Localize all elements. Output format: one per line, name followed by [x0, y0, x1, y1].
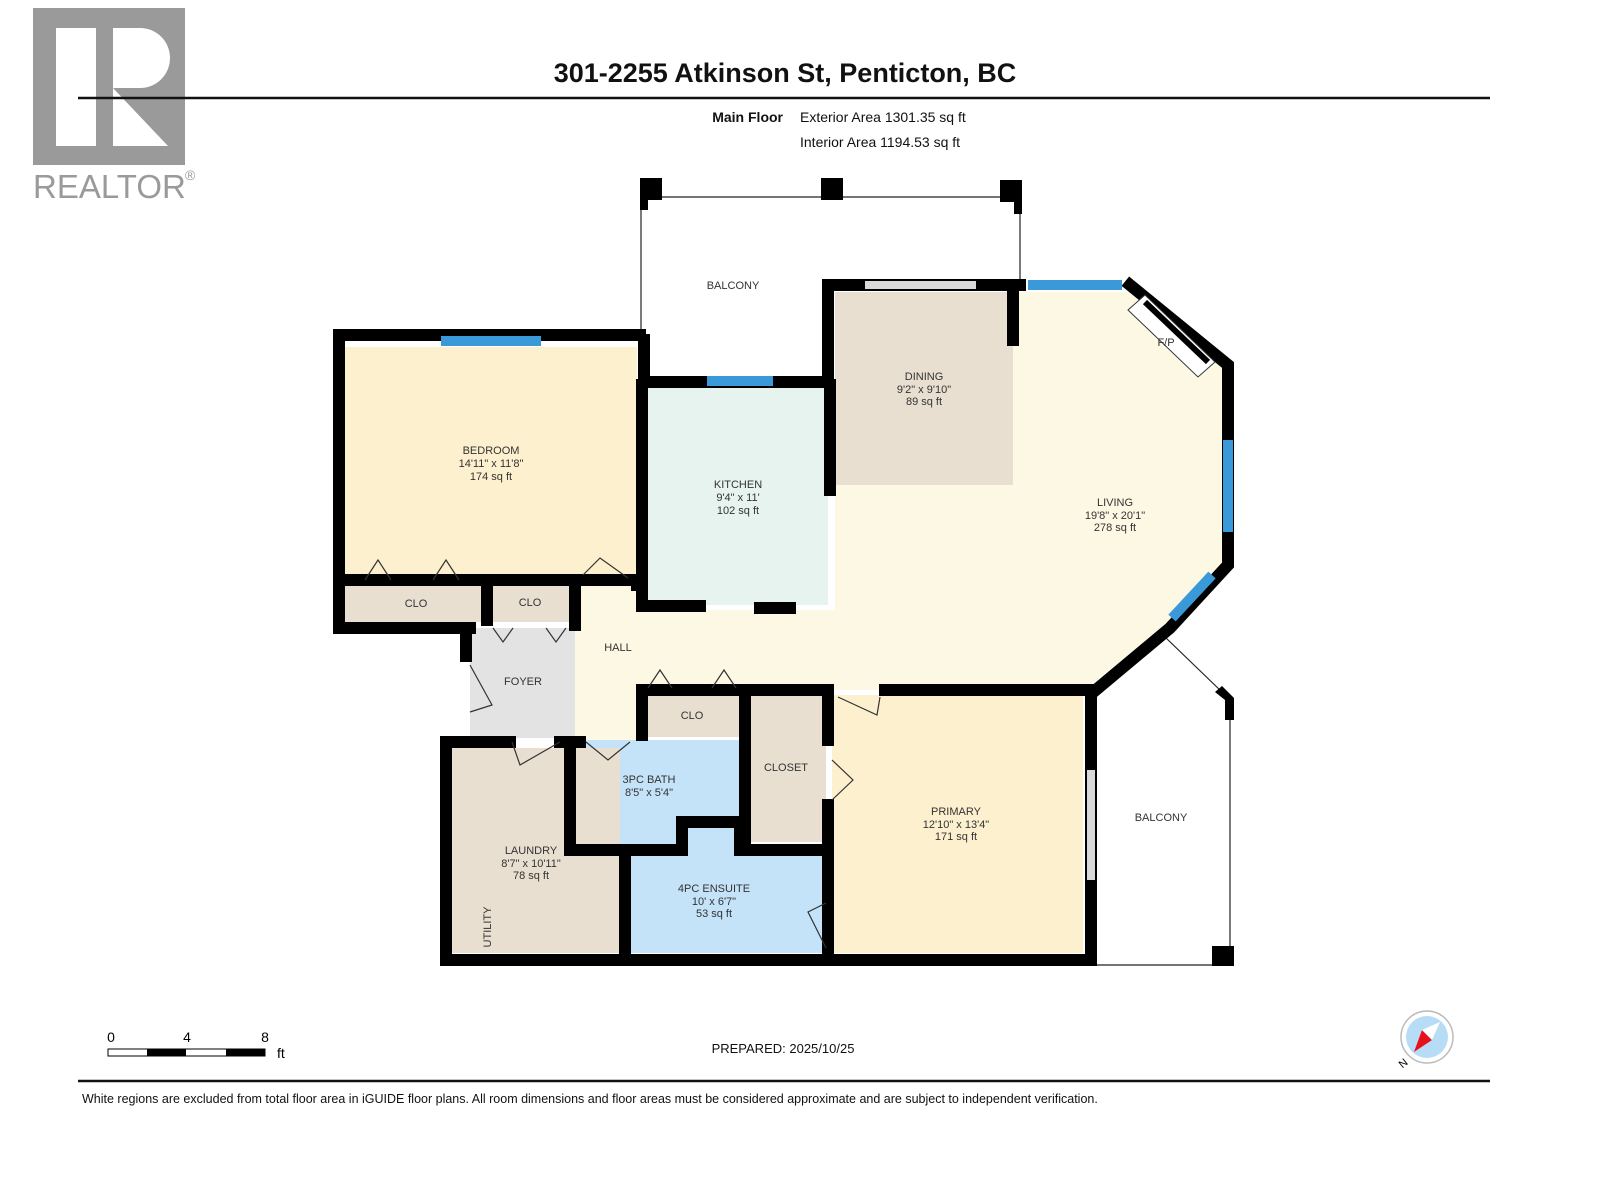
bedroom-area: 174 sq ft	[470, 471, 512, 483]
scale-tick: 8	[261, 1029, 269, 1045]
room-labels: BALCONY BEDROOM 14'11" x 11'8" 174 sq ft…	[405, 280, 1188, 947]
page-title: 301-2255 Atkinson St, Penticton, BC	[554, 58, 1017, 88]
dining-name: DINING	[905, 371, 944, 383]
laundry-name: LAUNDRY	[505, 845, 558, 857]
living-area: 278 sq ft	[1094, 522, 1136, 534]
footer-disclaimer: White regions are excluded from total fl…	[82, 1092, 1098, 1106]
windows	[441, 280, 1233, 880]
walk-in-closet-label: CLOSET	[764, 762, 808, 774]
dining-area	[835, 292, 1013, 485]
logo-text: REALTOR	[33, 168, 186, 205]
scale-bar: 0 4 8 ft	[107, 1029, 285, 1061]
walls	[333, 276, 1234, 966]
hall-label: HALL	[604, 642, 632, 654]
primary-name: PRIMARY	[931, 806, 982, 818]
balcony-top-label: BALCONY	[707, 280, 760, 292]
ensuite-area	[630, 826, 826, 953]
kitchen-area	[648, 388, 828, 605]
foyer-label: FOYER	[504, 676, 542, 688]
utility-label: UTILITY	[482, 906, 494, 948]
scale-tick: 0	[107, 1029, 115, 1045]
balcony-outlines	[640, 178, 1234, 966]
bath-name: 3PC BATH	[623, 774, 676, 786]
bedroom-name: BEDROOM	[463, 445, 520, 457]
primary-area	[832, 695, 1083, 953]
exterior-area: Exterior Area 1301.35 sq ft	[800, 109, 966, 125]
ensuite-area: 53 sq ft	[696, 908, 732, 920]
logo-registered-mark: ®	[185, 167, 196, 183]
scale-tick: 4	[183, 1029, 191, 1045]
closet-area	[345, 583, 487, 622]
living-hall-area	[575, 292, 1222, 740]
closet-label: CLO	[405, 598, 428, 610]
kitchen-area: 102 sq ft	[717, 505, 759, 517]
bedroom-dims: 14'11" x 11'8"	[459, 458, 524, 470]
ensuite-name: 4PC ENSUITE	[678, 883, 750, 895]
dining-area: 89 sq ft	[906, 396, 942, 408]
bath-dims: 8'5" x 5'4"	[625, 787, 673, 799]
laundry-dims: 8'7" x 10'11"	[501, 858, 561, 870]
fireplace-label: F/P	[1157, 337, 1174, 349]
bedroom-area	[345, 347, 637, 580]
fireplace: F/P	[1127, 294, 1216, 378]
scale-unit: ft	[277, 1045, 285, 1061]
realtor-logo: REALTOR ®	[33, 8, 196, 205]
floor-name: Main Floor	[712, 109, 783, 125]
closet-area	[490, 583, 571, 622]
closet-area	[645, 692, 742, 737]
interior-area: Interior Area 1194.53 sq ft	[800, 134, 960, 150]
kitchen-name: KITCHEN	[714, 479, 762, 491]
kitchen-dims: 9'4" x 11'	[716, 492, 759, 504]
compass-north-label: N	[1397, 1057, 1411, 1071]
compass-icon: N	[1397, 1010, 1454, 1071]
dining-dims: 9'2" x 9'10"	[897, 384, 951, 396]
closet-area	[750, 692, 826, 842]
laundry-area: 78 sq ft	[513, 870, 549, 882]
balcony-right-label: BALCONY	[1135, 812, 1188, 824]
prepared-date: PREPARED: 2025/10/25	[712, 1041, 855, 1056]
foyer-area	[470, 628, 575, 738]
doors	[364, 557, 881, 949]
closet-label: CLO	[519, 597, 542, 609]
living-name: LIVING	[1097, 497, 1133, 509]
primary-dims: 12'10" x 13'4"	[923, 819, 990, 831]
closet-label: CLO	[681, 710, 704, 722]
living-dims: 19'8" x 20'1"	[1085, 510, 1145, 522]
room-fills	[345, 292, 1222, 953]
primary-area: 171 sq ft	[935, 831, 977, 843]
ensuite-dims: 10' x 6'7"	[692, 896, 736, 908]
